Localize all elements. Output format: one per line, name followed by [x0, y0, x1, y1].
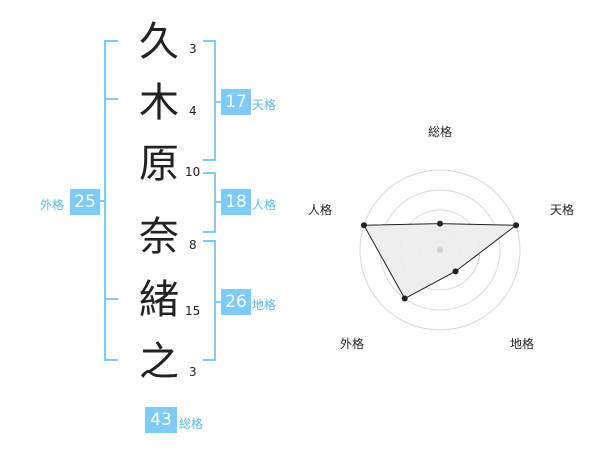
stroke-count-6: 3 [189, 365, 197, 379]
bracket-left-tick-5 [104, 298, 118, 300]
stroke-count-2: 4 [189, 104, 197, 118]
tenkaku-label: 天格 [252, 98, 277, 112]
stroke-count-1: 3 [189, 42, 197, 56]
radar-center-dot [437, 247, 443, 253]
name-char-3: 原 [139, 141, 179, 187]
tenkaku-bracket-vertical [214, 40, 216, 160]
stroke-count-3: 10 [185, 165, 201, 179]
name-char-6: 之 [139, 339, 179, 385]
radar-polygon [363, 223, 518, 300]
radar-label-chikaku: 地格 [510, 337, 535, 351]
name-char-2: 木 [139, 80, 179, 126]
chikaku-bracket-bottom [203, 359, 216, 361]
tenkaku-value-badge: 17 [221, 89, 251, 115]
radar-point [452, 268, 459, 275]
tenkaku-bracket-top [203, 40, 216, 42]
radar-label-tenkaku: 天格 [550, 203, 575, 217]
radar-label-gaikaku: 外格 [340, 337, 365, 351]
jinkaku-connector [214, 201, 222, 203]
radar-point [513, 222, 520, 229]
name-char-5: 緒 [139, 277, 179, 323]
bracket-left-bottom-tick [104, 359, 118, 361]
tenkaku-bracket-bottom [203, 159, 216, 161]
chikaku-label: 地格 [252, 298, 277, 312]
tenkaku-connector [214, 101, 222, 103]
radar-point [401, 295, 408, 302]
stroke-count-4: 8 [189, 238, 197, 252]
stroke-count-5: 15 [185, 304, 201, 318]
radar-point [437, 220, 443, 227]
radar-points [360, 220, 520, 302]
soukaku-value-badge: 43 [145, 407, 177, 433]
radar-point [360, 222, 367, 229]
radar-label-jinkaku: 人格 [308, 203, 333, 217]
name-char-1: 久 [139, 19, 179, 65]
soukaku-label: 総格 [179, 417, 204, 431]
bracket-left-connector [96, 200, 106, 202]
bracket-left-tick-2 [104, 98, 118, 100]
gaikaku-label: 外格 [40, 198, 65, 212]
chikaku-connector [214, 301, 222, 303]
bracket-left-top-tick [104, 40, 118, 42]
chikaku-bracket-vertical [214, 240, 216, 360]
jinkaku-bracket-top [203, 172, 216, 174]
radar-label-soukaku: 総格 [428, 125, 453, 139]
chikaku-value-badge: 26 [221, 289, 251, 315]
jinkaku-label: 人格 [252, 198, 277, 212]
jinkaku-value-badge: 18 [221, 189, 251, 215]
radar-ring [359, 169, 521, 331]
jinkaku-bracket-bottom [203, 231, 216, 233]
gaikaku-value-badge: 25 [70, 189, 100, 215]
chikaku-bracket-top [203, 240, 216, 242]
name-char-4: 奈 [139, 214, 179, 260]
